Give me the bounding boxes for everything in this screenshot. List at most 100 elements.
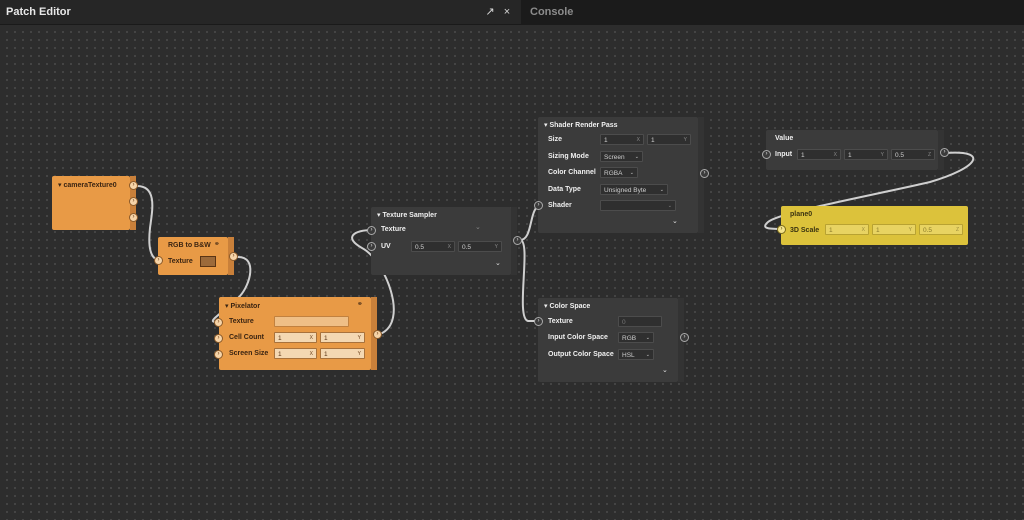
sampler-texture-label: Texture (381, 226, 406, 233)
link-icon[interactable]: ⚭ (214, 241, 220, 248)
value-input-port[interactable]: › (762, 150, 771, 159)
rgb-input-port[interactable]: › (154, 256, 163, 265)
color-space-texture-field[interactable]: 0 (618, 316, 662, 327)
collapse-triangle-icon[interactable]: ▾ (544, 122, 548, 129)
texture-sampler-title: ▾ Texture Sampler (377, 211, 437, 219)
camera-output-port-3[interactable]: › (129, 213, 138, 222)
data-type-label: Data Type (548, 186, 581, 193)
camera-texture-node[interactable]: ▾ cameraTexture0 › › › (52, 176, 138, 230)
x-suffix: X (861, 227, 865, 233)
output-color-space-value: HSL (622, 352, 635, 359)
expand-chevron-icon[interactable]: ⌄ (672, 218, 678, 225)
expand-chevron-icon[interactable]: ⌄ (495, 260, 501, 267)
x-suffix: X (833, 152, 837, 158)
color-space-output-port[interactable]: › (680, 333, 689, 342)
color-channel-select[interactable]: RGBA⌄ (600, 167, 638, 178)
popout-icon[interactable]: ↗ (485, 6, 495, 18)
screen-size-label: Screen Size (229, 350, 269, 357)
collapse-triangle-icon[interactable]: ▾ (377, 212, 381, 219)
color-channel-label: Color Channel (548, 169, 596, 176)
shader-label: Shader (548, 202, 572, 209)
color-space-node[interactable]: ▾ Color Space Texture 0 Input Color Spac… (538, 298, 684, 382)
dropdown-icon[interactable]: ⌄ (475, 224, 481, 231)
x-suffix: X (636, 137, 640, 143)
panel-tab-bar: Patch Editor ↗ × Console (0, 0, 1024, 25)
shader-output-port[interactable]: › (700, 169, 709, 178)
shader-input-port[interactable]: › (534, 201, 543, 210)
rgb-output-port[interactable]: › (229, 252, 238, 261)
output-color-space-select[interactable]: HSL⌄ (618, 349, 654, 360)
data-type-select[interactable]: Unsigned Byte⌄ (600, 184, 668, 195)
sampler-uv-port[interactable]: › (367, 242, 376, 251)
collapse-triangle-icon[interactable]: ▾ (225, 303, 229, 310)
value-input-label: Input (775, 151, 793, 158)
shader-select[interactable]: ⌄ (600, 200, 676, 211)
color-space-texture-label: Texture (548, 318, 573, 325)
pixelator-output-port[interactable]: › (373, 330, 382, 339)
dropdown-icon: ⌄ (667, 203, 672, 209)
size-label: Size (548, 136, 563, 143)
data-type-value: Unsigned Byte (604, 187, 647, 194)
color-channel-value: RGBA (604, 170, 623, 177)
y-suffix: Y (683, 137, 687, 143)
expand-chevron-icon[interactable]: ⌄ (662, 367, 668, 374)
pixelator-texture-field[interactable] (274, 316, 349, 327)
collapse-triangle-icon[interactable]: ▾ (544, 303, 548, 310)
console-tab-label: Console (530, 6, 574, 18)
collapse-triangle-icon[interactable]: ▾ (58, 182, 62, 189)
color-space-input-port[interactable]: › (534, 317, 543, 326)
cell-count-y-value: 1 (324, 335, 328, 342)
sampler-output-port[interactable]: › (513, 236, 522, 245)
dropdown-icon: ⌄ (645, 335, 650, 341)
sizing-mode-select[interactable]: Screen⌄ (600, 151, 643, 162)
pixelator-texture-label: Texture (229, 318, 254, 325)
rgb-to-bw-title: RGB to B&W (168, 242, 211, 249)
uv-x-value: 0.5 (415, 244, 425, 251)
console-tab[interactable]: Console (521, 0, 1024, 25)
input-color-space-label: Input Color Space (548, 334, 608, 341)
close-icon[interactable]: × (503, 6, 511, 18)
patch-editor-tab[interactable]: Patch Editor ↗ × (0, 0, 521, 25)
texture-preview-swatch (200, 256, 216, 267)
input-color-space-select[interactable]: RGB ⌄ (618, 332, 654, 343)
value-output-port[interactable]: › (940, 148, 949, 157)
value-title: Value (775, 135, 794, 142)
x-suffix: X (447, 244, 451, 250)
y-suffix: Y (908, 227, 912, 233)
pixelator-cell-count-port[interactable]: › (214, 334, 223, 343)
patch-editor-title: Patch Editor (6, 6, 71, 18)
rgb-to-bw-node[interactable]: RGB to B&W ⚭ Texture (158, 237, 234, 275)
link-icon[interactable]: ⚭ (357, 301, 363, 308)
uv-x-field[interactable]: 0.5 X (411, 241, 455, 252)
input-color-space-value: RGB (622, 335, 637, 342)
pixelator-screen-size-port[interactable]: › (214, 350, 223, 359)
sizing-mode-value: Screen (604, 154, 625, 161)
plane-scale-x: 1 (829, 227, 833, 234)
shader-render-pass-title: ▾ Shader Render Pass (544, 121, 618, 129)
cell-count-x-value: 1 (278, 335, 282, 342)
sampler-texture-port[interactable]: › (367, 226, 376, 235)
pixelator-texture-port[interactable]: › (214, 318, 223, 327)
plane-scale-port[interactable]: › (777, 225, 786, 234)
rgb-texture-label: Texture (168, 258, 193, 265)
camera-output-port-2[interactable]: › (129, 197, 138, 206)
camera-output-port-1[interactable]: › (129, 181, 138, 190)
